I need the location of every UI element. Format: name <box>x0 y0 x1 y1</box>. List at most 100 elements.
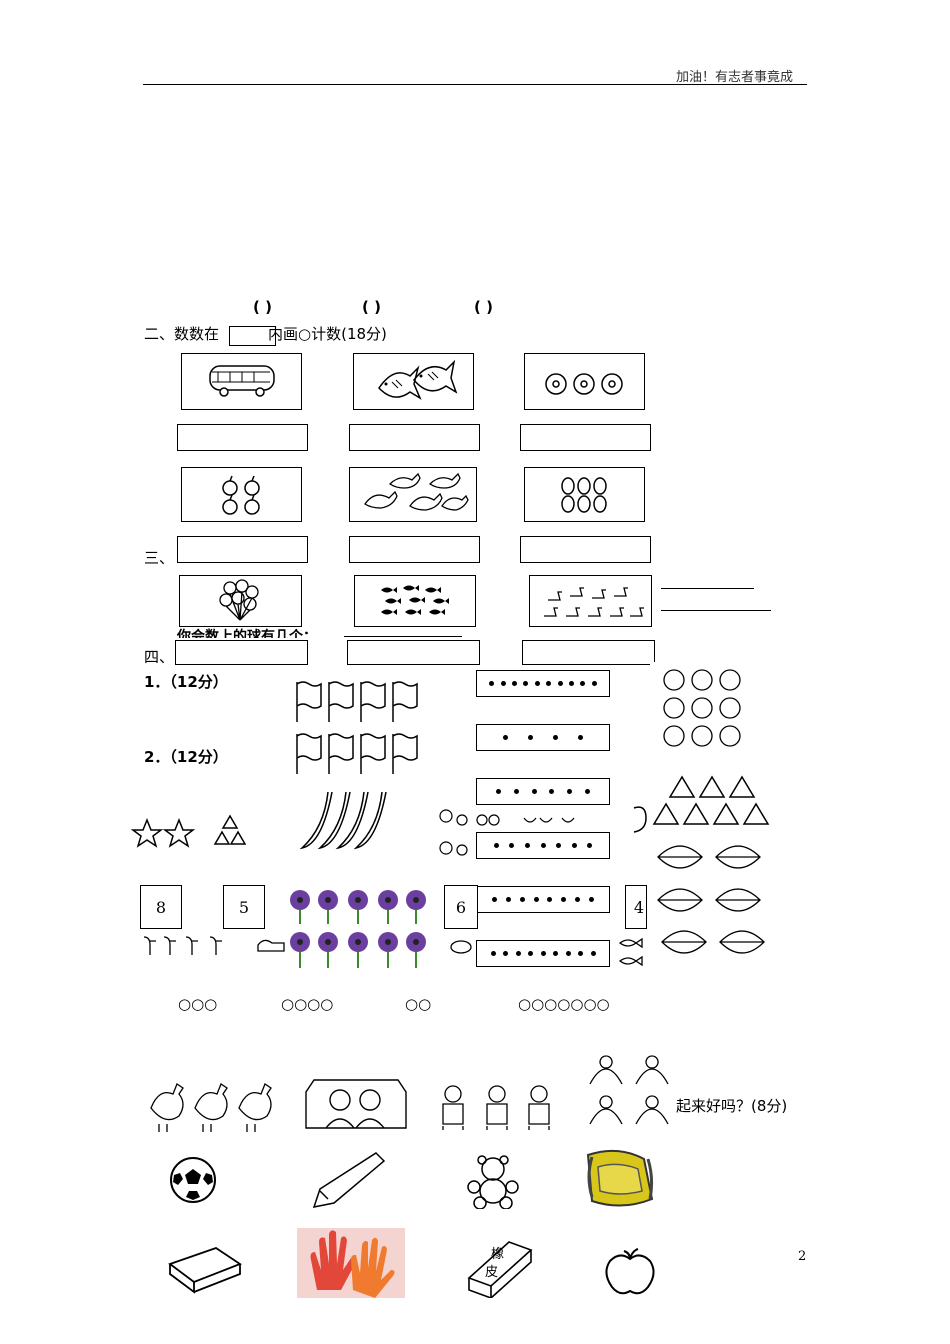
count-dot <box>589 897 594 902</box>
count-dot <box>561 897 567 902</box>
count-dot <box>553 735 558 740</box>
chick-icon <box>663 669 741 747</box>
count-dot <box>557 681 563 686</box>
answer-blank-bus[interactable] <box>177 424 308 451</box>
number-card-5: 5 <box>223 885 265 929</box>
fish-icon <box>378 359 458 400</box>
answer-blank-egg[interactable] <box>520 536 651 563</box>
pencil-case-picture <box>164 1242 244 1298</box>
page-number: 2 <box>798 1249 807 1264</box>
count-dot <box>547 897 553 902</box>
fish-icon <box>618 937 643 967</box>
section-5-partial-title: 起来好吗？(8分) <box>676 1097 788 1115</box>
answer-blank-apple[interactable] <box>177 536 308 563</box>
pencil-case-icon <box>168 1247 242 1294</box>
circle-answer-3: ○○ <box>405 995 432 1013</box>
leaf-icon <box>657 845 765 954</box>
gloves-icon <box>310 1230 395 1298</box>
header-divider <box>143 84 807 85</box>
bus-icon <box>209 365 275 397</box>
count-dot <box>549 789 555 794</box>
egg-icon <box>561 477 607 513</box>
count-dot <box>540 843 546 848</box>
star-icon <box>131 814 247 848</box>
section-2-title-a: 二、数数在 <box>144 325 220 343</box>
teddy-bear-picture <box>458 1155 528 1209</box>
fish-picture <box>353 353 474 410</box>
count-dot <box>519 897 525 902</box>
section-4-marker: 四、 <box>144 648 175 666</box>
eraser-label-1: 橡 <box>491 1247 504 1262</box>
count-dot <box>513 789 519 794</box>
count-dot <box>531 789 537 794</box>
pencil-picture <box>310 1147 390 1209</box>
count-dot <box>575 897 581 902</box>
count-dot <box>505 897 511 902</box>
answer-paren-1: ( ) <box>253 298 272 316</box>
count-dot <box>567 789 573 794</box>
circle-answer-2: ○○○○ <box>281 995 334 1013</box>
small-animals-row <box>140 933 290 959</box>
bears-picture <box>435 1078 561 1132</box>
purple-flowers-picture <box>286 884 434 972</box>
count-dot <box>534 681 540 686</box>
answer-blank-balloon[interactable] <box>175 640 308 665</box>
answer-blank-small-fish[interactable] <box>347 640 480 665</box>
soccer-ball-picture <box>166 1155 220 1205</box>
answer-paren-2: ( ) <box>362 298 381 316</box>
number-card-8: 8 <box>140 885 182 929</box>
answer-line-1 <box>661 588 754 589</box>
answer-paren-3: ( ) <box>474 298 493 316</box>
count-dot <box>509 843 515 848</box>
small-fish-picture <box>354 575 476 627</box>
section-3-marker: 三、 <box>144 549 175 567</box>
soccer-ball-icon <box>170 1157 216 1203</box>
title-sample-box <box>229 326 276 346</box>
flower-icon <box>545 373 623 395</box>
count-dot <box>524 843 530 848</box>
count-dot <box>565 951 571 956</box>
answer-line-2 <box>661 610 771 611</box>
count-dot <box>489 681 495 686</box>
answer-blank-fish[interactable] <box>349 424 480 451</box>
partial-question-text: 你会数上的球有几个： <box>177 629 317 638</box>
right-picture-svg <box>652 669 770 954</box>
flower-picture <box>524 353 645 410</box>
partial-object-icon <box>630 798 648 842</box>
apple-picture <box>181 467 302 522</box>
number-card-6: 6 <box>444 885 478 929</box>
flags-group-1 <box>293 678 423 724</box>
answer-blank-duck[interactable] <box>522 640 655 665</box>
dot-row-3 <box>476 778 610 805</box>
answer-blank-flower[interactable] <box>520 424 651 451</box>
backpack-icon <box>576 1145 664 1213</box>
count-dot <box>546 681 552 686</box>
answer-line-3 <box>344 636 462 637</box>
partial-fruits-group <box>438 804 598 860</box>
count-dot <box>578 735 583 740</box>
count-dot <box>553 951 558 956</box>
small-fish-icons <box>618 935 648 971</box>
count-dot <box>591 681 597 686</box>
answer-blank-chicken[interactable] <box>349 536 480 563</box>
right-picture-column <box>650 662 774 962</box>
children-icon <box>305 1079 407 1129</box>
count-dot <box>528 735 533 740</box>
pencil-icon <box>312 1152 386 1208</box>
apple-icon <box>222 475 260 515</box>
count-dot <box>540 951 546 956</box>
count-dot <box>495 789 501 794</box>
number-card-4: 4 <box>625 885 647 929</box>
radish-icon <box>633 806 647 833</box>
flags-group-2 <box>293 730 423 776</box>
count-dot <box>580 681 586 686</box>
teddy-bear-icon <box>467 1155 519 1209</box>
eraser-icon: 橡 皮 <box>467 1241 533 1298</box>
dot-row-1 <box>476 670 610 697</box>
turtle-icon <box>450 940 472 954</box>
count-dot <box>533 897 539 902</box>
flag-icon <box>296 733 418 774</box>
gloves-picture <box>297 1228 405 1298</box>
stars-group <box>131 814 251 852</box>
eraser-picture: 橡 皮 <box>465 1238 537 1298</box>
